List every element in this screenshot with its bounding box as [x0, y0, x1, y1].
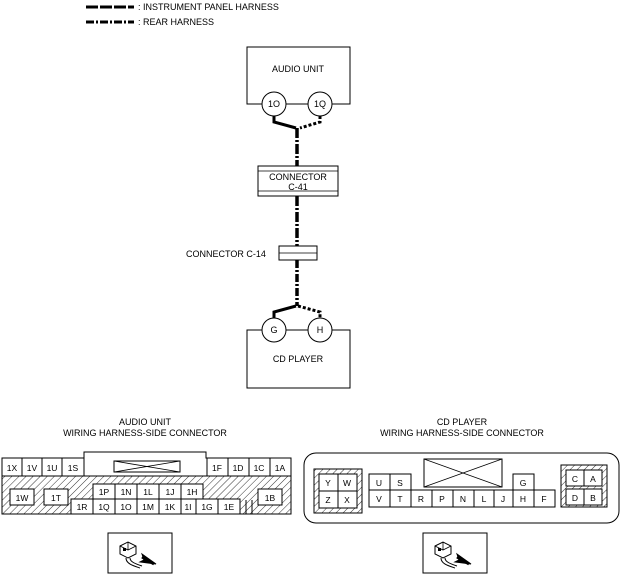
- pin-1w: 1W: [16, 493, 29, 503]
- pin-n: N: [460, 494, 466, 504]
- terminal-1o-label: 1O: [268, 99, 280, 109]
- pin-1c: 1C: [254, 463, 265, 473]
- terminal-g: [261, 317, 287, 343]
- audio-connector-title1: AUDIO UNIT: [119, 417, 172, 427]
- terminal-g-label: G: [270, 325, 277, 335]
- connector-c14: CONNECTOR C-14: [186, 245, 318, 261]
- pin-1k: 1K: [165, 502, 176, 512]
- pin-1b: 1B: [265, 493, 276, 503]
- pin-b: B: [590, 493, 596, 503]
- pin-f: F: [541, 494, 546, 504]
- pin-1j: 1J: [166, 487, 175, 497]
- pin-1g: 1G: [201, 502, 212, 512]
- cd-player-connector: CD PLAYER WIRING HARNESS-SIDE CONNECTOR …: [303, 417, 620, 524]
- pin-1i: 1I: [184, 502, 191, 512]
- pin-p: P: [439, 494, 445, 504]
- terminal-h-label: H: [317, 325, 324, 335]
- pin-v: V: [376, 494, 382, 504]
- pin-1a: 1A: [275, 463, 286, 473]
- pin-1p: 1P: [99, 487, 110, 497]
- connector-c41-line1: CONNECTOR: [269, 172, 327, 182]
- cd-connector-title1: CD PLAYER: [437, 417, 488, 427]
- pin-z: Z: [325, 495, 330, 505]
- pin-1d: 1D: [233, 463, 244, 473]
- pin-1s: 1S: [68, 463, 79, 473]
- pin-x: X: [344, 495, 350, 505]
- legend-rear: : REAR HARNESS: [138, 17, 214, 27]
- pin-c: C: [572, 474, 578, 484]
- audio-unit-block: AUDIO UNIT 1O 1Q: [246, 46, 351, 117]
- connector-c14-label: CONNECTOR C-14: [186, 249, 266, 259]
- pin-1o: 1O: [120, 502, 132, 512]
- pin-u: U: [376, 478, 382, 488]
- wire-audio-to-c41: [272, 116, 322, 166]
- cd-player-block: CD PLAYER G H: [246, 317, 351, 389]
- connector-view-icon-left: [107, 532, 173, 574]
- pin-1u: 1U: [47, 463, 58, 473]
- pin-s: S: [397, 478, 403, 488]
- terminal-h: [307, 317, 333, 343]
- connector-view-icon-right: [422, 532, 488, 574]
- pin-1l: 1L: [143, 487, 153, 497]
- pin-1f: 1F: [212, 463, 222, 473]
- pin-1e: 1E: [224, 502, 235, 512]
- legend-instrument-panel: : INSTRUMENT PANEL HARNESS: [138, 2, 279, 12]
- terminal-1q-label: 1Q: [314, 99, 326, 109]
- pin-1h: 1H: [187, 487, 198, 497]
- wire-c14-to-cd: [272, 260, 322, 318]
- audio-unit-connector: AUDIO UNIT WIRING HARNESS-SIDE CONNECTOR…: [1, 417, 292, 515]
- connector-c41: CONNECTOR C-41: [257, 165, 339, 197]
- pin-a: A: [590, 474, 596, 484]
- pin-1v: 1V: [27, 463, 38, 473]
- connector-c41-line2: C-41: [288, 182, 308, 192]
- cd-player-label: CD PLAYER: [273, 354, 324, 364]
- audio-unit-label: AUDIO UNIT: [272, 64, 325, 74]
- pin-1m: 1M: [142, 502, 154, 512]
- pin-h: H: [520, 494, 526, 504]
- pin-r: R: [418, 494, 424, 504]
- audio-connector-title2: WIRING HARNESS-SIDE CONNECTOR: [63, 428, 227, 438]
- pin-1r: 1R: [77, 502, 88, 512]
- pin-g: G: [520, 478, 527, 488]
- pin-1q: 1Q: [98, 502, 110, 512]
- pin-d: D: [572, 493, 578, 503]
- pin-j: J: [501, 494, 505, 504]
- pin-l: L: [482, 494, 487, 504]
- pin-1x: 1X: [7, 463, 18, 473]
- pin-1n: 1N: [121, 487, 132, 497]
- pin-1t: 1T: [51, 493, 61, 503]
- pin-y: Y: [325, 478, 331, 488]
- legend: : INSTRUMENT PANEL HARNESS : REAR HARNES…: [86, 2, 279, 27]
- cd-connector-title2: WIRING HARNESS-SIDE CONNECTOR: [380, 428, 544, 438]
- pin-t: T: [397, 494, 402, 504]
- pin-w: W: [343, 478, 351, 488]
